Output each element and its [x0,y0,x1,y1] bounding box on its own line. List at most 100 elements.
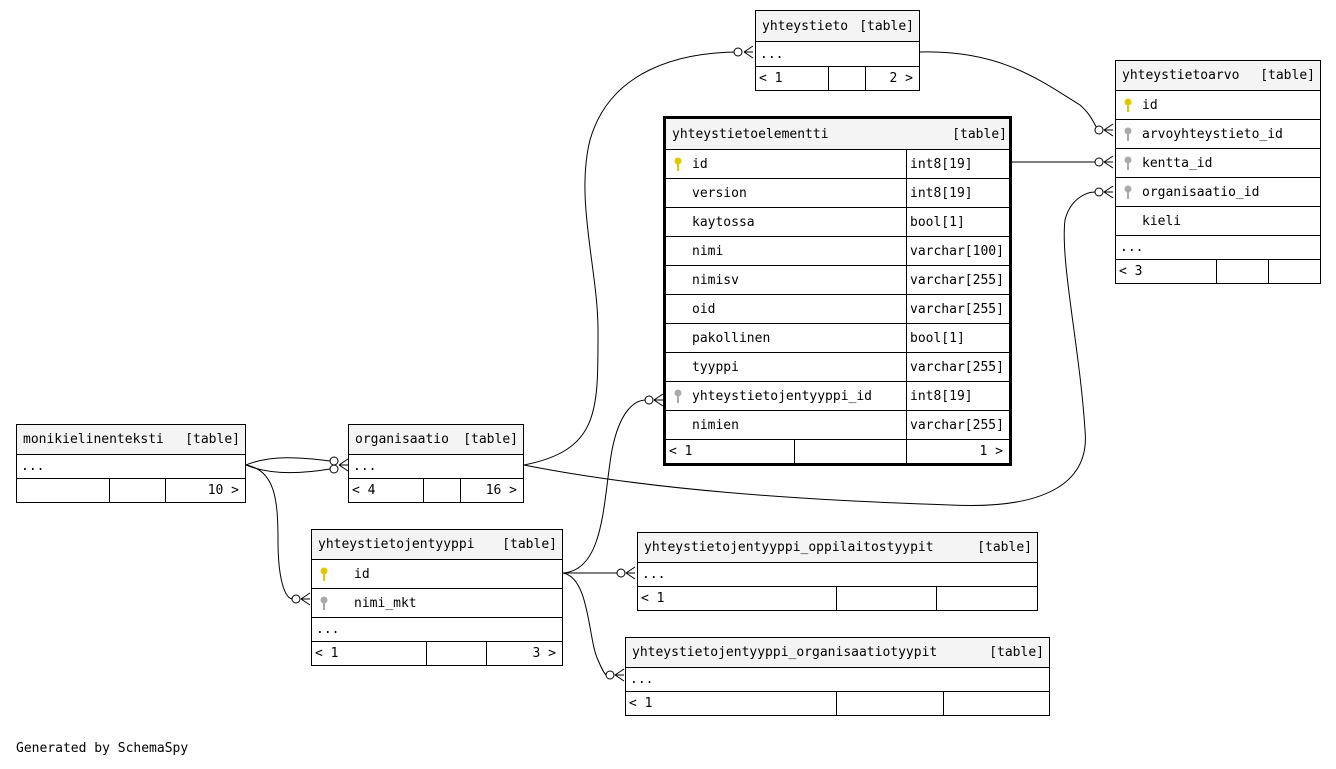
table-yhteystieto[interactable]: yhteystieto [table] ... < 1 2 > [755,10,920,91]
children-count[interactable]: 10 > [165,479,245,502]
column-row[interactable]: id int8[19] [666,149,1009,178]
parents-count[interactable]: < 4 [352,483,376,498]
column-type: int8[19] [906,382,973,410]
column-type: varchar[255] [906,266,1004,294]
column-row[interactable]: kieli [1116,206,1320,235]
column-row[interactable]: nimi_mkt [312,588,562,617]
children-count[interactable]: 3 > [486,642,562,665]
table-header: yhteystietoelementti [table] [666,119,1009,149]
column-name: nimien [692,417,739,433]
link-organisaatio-yhteystietoarvo [523,191,1096,507]
parents-count[interactable]: < 1 [641,591,665,606]
column-row[interactable]: id [312,559,562,588]
footer-cell [936,587,1037,610]
column-name: yhteystietojentyyppi_id [692,388,873,404]
ellipsis: ... [1120,240,1144,255]
table-yhteystietoarvo[interactable]: yhteystietoarvo [table] id arvoyhteystie… [1115,60,1321,284]
column-row[interactable]: oid varchar[255] [666,294,1009,323]
column-type: int8[19] [906,179,973,207]
table-header: yhteystietojentyyppi_oppilaitostyypit [t… [638,533,1037,562]
column-row[interactable]: kentta_id [1116,148,1320,177]
column-row[interactable]: arvoyhteystieto_id [1116,119,1320,148]
table-footer: < 4 16 > [349,478,523,502]
column-type: varchar[100] [906,237,1004,265]
column-name: oid [692,301,716,317]
primary-key-icon [320,567,328,581]
column-row[interactable]: nimisv varchar[255] [666,265,1009,294]
children-count[interactable]: 1 > [906,440,1009,463]
table-yhteystietojentyyppi-oppilaitostyypit[interactable]: yhteystietojentyyppi_oppilaitostyypit [t… [637,532,1038,611]
table-footer: < 1 1 > [666,439,1009,463]
table-type-tag: [table] [977,540,1032,555]
generated-by-credit: Generated by SchemaSpy [16,741,189,756]
primary-key-icon [1124,98,1132,112]
parents-count[interactable]: < 1 [669,444,693,459]
column-name: organisaatio_id [1142,184,1260,200]
table-monikielinenteksti[interactable]: monikielinenteksti [table] ... 10 > [16,424,246,503]
column-row[interactable]: nimi varchar[100] [666,236,1009,265]
column-name: nimisv [692,272,739,288]
table-type-tag: [table] [989,645,1044,660]
table-footer: 10 > [17,478,245,502]
footer-cell [836,587,936,610]
column-row[interactable]: pakollinen bool[1] [666,323,1009,352]
footer-cell [426,642,486,665]
column-name: arvoyhteystieto_id [1142,126,1283,142]
ellipsis: ... [760,46,784,62]
table-type-tag: [table] [1260,68,1315,83]
column-name: nimi [692,243,724,259]
ellipsis: ... [630,672,654,687]
footer-cell [828,67,865,90]
column-name: id [1142,97,1158,113]
column-row[interactable]: tyyppi varchar[255] [666,352,1009,381]
column-row[interactable]: yhteystietojentyyppi_id int8[19] [666,381,1009,410]
table-name: yhteystieto [762,18,849,34]
footer-cell [836,692,943,715]
table-name: yhteystietojentyyppi [318,537,475,552]
table-name: yhteystietojentyyppi_oppilaitostyypit [644,540,934,555]
ellipsis: ... [353,459,377,474]
table-yhteystietojentyyppi-organisaatiotyypit[interactable]: yhteystietojentyyppi_organisaatiotyypit … [625,637,1050,716]
children-count[interactable]: 2 > [865,67,919,90]
table-footer: < 1 [638,586,1037,610]
link-tyyppi-elementti [562,399,647,574]
table-name: monikielinenteksti [23,432,164,447]
more-columns-row: ... [17,454,245,478]
footer-cell [943,692,1049,715]
children-count[interactable]: 16 > [460,479,523,502]
foreign-key-icon [320,596,328,610]
table-type-tag: [table] [185,432,240,447]
table-yhteystietojentyyppi[interactable]: yhteystietojentyyppi [table] id nimi_mkt… [311,529,563,666]
column-name: tyyppi [692,359,739,375]
parents-count[interactable]: < 1 [629,696,653,711]
column-row[interactable]: id [1116,90,1320,119]
parents-count[interactable]: < 3 [1119,264,1143,279]
table-yhteystietoelementti[interactable]: yhteystietoelementti [table] id int8[19]… [663,116,1012,466]
table-header: yhteystieto [table] [756,11,919,41]
column-row[interactable]: nimien varchar[255] [666,410,1009,439]
table-header: yhteystietoarvo [table] [1116,61,1320,90]
column-type: int8[19] [906,150,973,178]
more-columns-row: ... [312,617,562,641]
parents-count[interactable]: < 1 [759,71,783,86]
link-monikieli-tyyppi [245,464,294,600]
table-header: monikielinenteksti [table] [17,425,245,454]
column-name: version [692,185,747,201]
column-type: varchar[255] [906,411,1004,439]
table-header: yhteystietojentyyppi [table] [312,530,562,559]
table-organisaatio[interactable]: organisaatio [table] ... < 4 16 > [348,424,524,503]
more-columns-row: ... [349,454,523,478]
table-header: organisaatio [table] [349,425,523,454]
table-footer: < 3 [1116,259,1320,283]
parents-count[interactable]: < 1 [315,646,339,661]
table-type-tag: [table] [859,18,914,34]
column-row[interactable]: version int8[19] [666,178,1009,207]
link-monikieli-organisaatio-2 [245,464,331,474]
column-name: nimi_mkt [354,595,417,611]
link-monikieli-organisaatio-1 [245,457,331,466]
table-name: yhteystietoarvo [1122,68,1240,83]
footer-cell [1216,260,1268,283]
foreign-key-icon [1124,156,1132,170]
column-row[interactable]: organisaatio_id [1116,177,1320,206]
column-row[interactable]: kaytossa bool[1] [666,207,1009,236]
